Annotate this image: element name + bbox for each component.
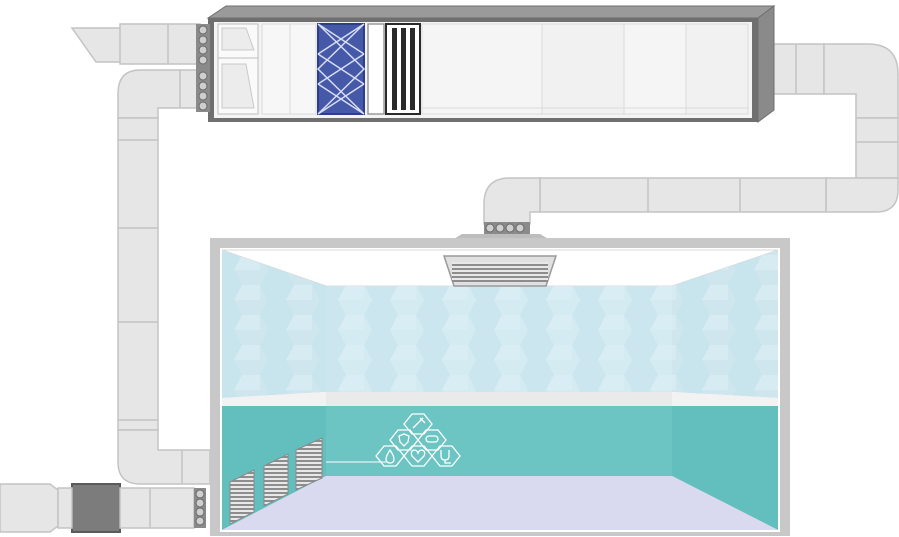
supply-horizontal-run: [539, 177, 827, 213]
return-elbow-top: [117, 69, 201, 119]
return-grille: [295, 437, 323, 491]
stethoscope-icon: [431, 445, 461, 467]
return-riser: [117, 117, 159, 431]
supply-drop-elbow: [483, 177, 541, 225]
return-elbow-bottom: [117, 429, 211, 485]
right-wall-lower: [672, 406, 778, 530]
supply-elbow-right: [823, 43, 899, 119]
air-handling-unit: [196, 5, 776, 123]
return-grilles: [229, 437, 323, 525]
return-grille: [263, 453, 289, 507]
bag-filter: [385, 23, 421, 115]
back-wall-lower: [326, 406, 672, 476]
return-grille: [229, 469, 255, 525]
outside-air-hood: [70, 27, 125, 63]
pre-filter: [316, 23, 366, 115]
return-duct: [0, 23, 211, 533]
outside-air-duct: [119, 23, 201, 65]
supply-elbow-lower: [825, 177, 899, 213]
exhaust-fan: [71, 483, 121, 533]
medical-icon-cluster: [326, 413, 461, 467]
syringe-icon: [403, 413, 433, 435]
ceiling-hepa-diffuser: [442, 255, 558, 287]
pills-icon: [417, 429, 447, 451]
floor: [222, 476, 778, 530]
cleanroom: [210, 238, 790, 536]
exhaust-hood: [0, 483, 59, 533]
